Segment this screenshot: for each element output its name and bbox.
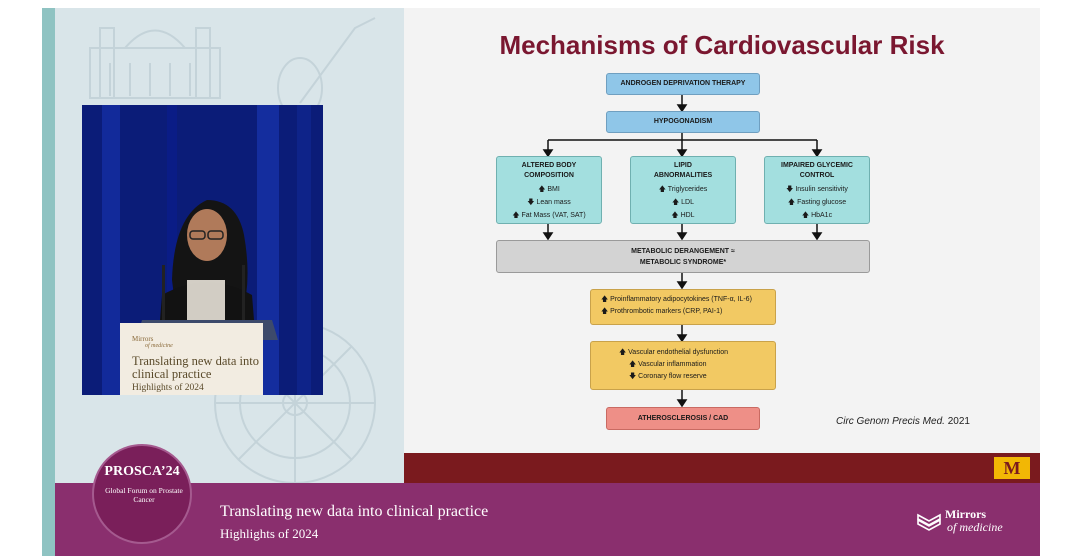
- podium-subtitle: Highlights of 2024: [132, 383, 204, 393]
- university-logo: M: [994, 457, 1030, 479]
- prosca-logo: PROSCA’24 Global Forum on Prostate Cance…: [92, 444, 192, 544]
- podium-brand-sub: of medicine: [145, 343, 173, 349]
- atherosclerosis-label: ATHEROSCLEROSIS / CAD: [637, 415, 729, 422]
- coronary-flow-item: Coronary flow reserve: [638, 373, 707, 380]
- ldl-item: LDL: [681, 199, 694, 206]
- prosca-subtitle: Global Forum on Prostate Cancer: [105, 486, 183, 504]
- video-frame: Mirrors of medicine Translating new data…: [42, 8, 1040, 556]
- metabolic-line-1: METABOLIC DERANGEMENT ≈: [631, 248, 735, 255]
- glycemic-title: IMPAIRED GLYCEMIC: [781, 162, 853, 169]
- hba1c-item: HbA1c: [811, 212, 833, 219]
- citation-year: 2021: [947, 416, 970, 427]
- up-arrow-icon: 🡅: [672, 199, 680, 206]
- body-composition-title-2: COMPOSITION: [524, 172, 574, 179]
- glycemic-title-2: CONTROL: [799, 172, 835, 179]
- banner-subtitle: Highlights of 2024: [220, 526, 319, 541]
- inflammatory-markers-box: 🡅 Proinflammatory adipocytokines (TNF-α,…: [590, 289, 776, 325]
- presentation-slide: Mechanisms of Cardiovascular Risk ANDROG…: [404, 8, 1040, 453]
- glycemic-control-box: IMPAIRED GLYCEMIC CONTROL 🡇 Insulin sens…: [764, 156, 870, 224]
- body-composition-box: ALTERED BODY COMPOSITION 🡅 BMI 🡇 Lean ma…: [496, 156, 602, 224]
- accent-bar: [42, 8, 55, 556]
- speaker-video: Mirrors of medicine Translating new data…: [82, 105, 323, 395]
- up-arrow-icon: 🡅: [619, 349, 627, 356]
- podium-sign: Mirrors of medicine Translating new data…: [120, 323, 263, 395]
- up-arrow-icon: 🡅: [801, 212, 810, 219]
- mirrors-brand-sub: of medicine: [947, 520, 1003, 534]
- atherosclerosis-box: ATHEROSCLEROSIS / CAD: [606, 407, 760, 430]
- triglycerides-item: Triglycerides: [667, 186, 708, 193]
- up-arrow-icon: 🡅: [601, 296, 609, 303]
- adt-box: ANDROGEN DEPRIVATION THERAPY: [606, 73, 760, 95]
- podium-title: Translating new data into clinical pract…: [132, 354, 259, 381]
- prothrombotic-item: Prothrombotic markers (CRP, PAI-1): [610, 308, 723, 315]
- fat-mass-item: Fat Mass (VAT, SAT): [521, 212, 586, 219]
- up-arrow-icon: 🡅: [671, 212, 679, 219]
- city-landmarks-illustration: [89, 17, 376, 483]
- lipid-abnormalities-box: LIPID ABNORMALITIES 🡅 Triglycerides 🡅 LD…: [630, 156, 736, 224]
- endothelial-item: Vascular endothelial dysfunction: [628, 349, 729, 356]
- lipid-title: LIPID: [674, 162, 692, 169]
- lipid-title-2: ABNORMALITIES: [653, 172, 713, 179]
- metabolic-line-2: METABOLIC SYNDROME*: [639, 259, 727, 266]
- vascular-effects-box: 🡅 Vascular endothelial dysfunction 🡅 Vas…: [590, 341, 776, 390]
- down-arrow-icon: 🡇: [786, 186, 794, 193]
- citation: Circ Genom Precis Med. 2021: [836, 416, 970, 427]
- hypogonadism-box: HYPOGONADISM: [606, 111, 760, 133]
- mirrors-brand: Mirrors: [945, 507, 987, 521]
- vascular-inflammation-item: Vascular inflammation: [638, 361, 707, 368]
- up-arrow-icon: 🡅: [629, 361, 637, 368]
- up-arrow-icon: 🡅: [538, 186, 546, 193]
- hypogonadism-label: HYPOGONADISM: [653, 118, 713, 125]
- podium-brand: Mirrors: [132, 335, 154, 343]
- adipocytokines-item: Proinflammatory adipocytokines (TNF-α, I…: [610, 296, 752, 303]
- university-logo-letter: M: [1003, 458, 1021, 478]
- adt-label: ANDROGEN DEPRIVATION THERAPY: [620, 80, 746, 87]
- lower-third-banner: PROSCA’24 Global Forum on Prostate Cance…: [55, 444, 1040, 556]
- insulin-sensitivity-item: Insulin sensitivity: [795, 186, 848, 193]
- prosca-title: PROSCA’24: [104, 464, 180, 479]
- hdl-item: HDL: [680, 212, 695, 219]
- down-arrow-icon: 🡇: [629, 373, 637, 380]
- mirrors-book-icon: [917, 513, 941, 531]
- body-composition-title: ALTERED BODY: [521, 162, 577, 169]
- fasting-glucose-item: Fasting glucose: [797, 199, 847, 206]
- up-arrow-icon: 🡅: [512, 212, 520, 219]
- down-arrow-icon: 🡇: [527, 199, 535, 206]
- citation-journal: Circ Genom Precis Med.: [836, 416, 945, 427]
- up-arrow-icon: 🡅: [658, 186, 666, 193]
- slide-footer-stripe: M: [404, 453, 1040, 483]
- up-arrow-icon: 🡅: [601, 308, 609, 315]
- banner-title: Translating new data into clinical pract…: [220, 503, 489, 520]
- metabolic-syndrome-box: METABOLIC DERANGEMENT ≈ METABOLIC SYNDRO…: [496, 240, 870, 273]
- up-arrow-icon: 🡅: [787, 199, 796, 206]
- lean-mass-item: Lean mass: [536, 199, 571, 206]
- flowchart-connectors: [542, 95, 823, 408]
- slide-title: Mechanisms of Cardiovascular Risk: [499, 30, 945, 60]
- bmi-item: BMI: [547, 186, 560, 193]
